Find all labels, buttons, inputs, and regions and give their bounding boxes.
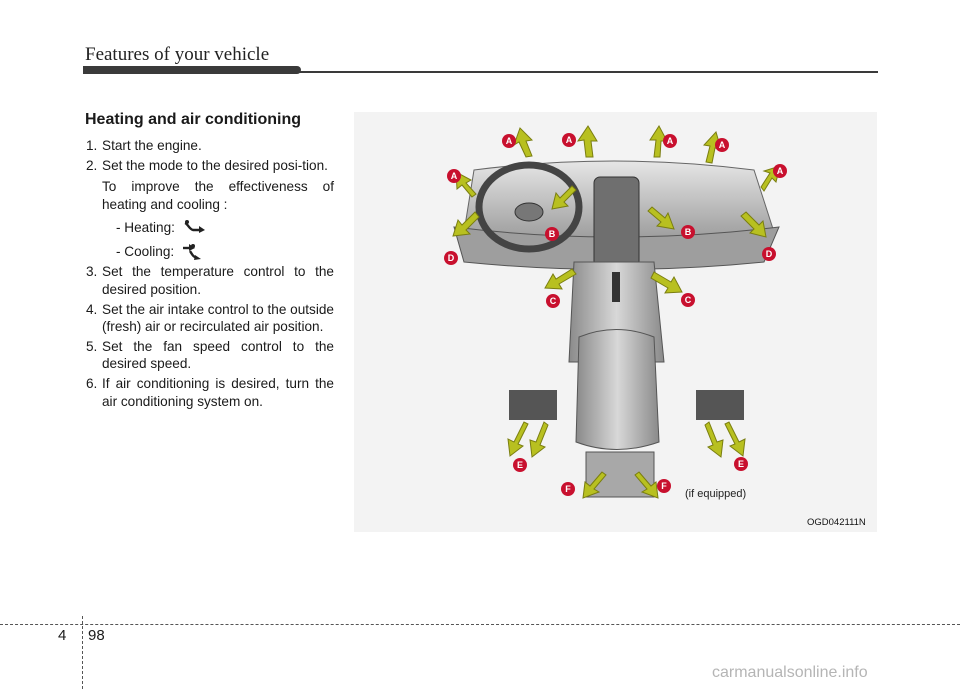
label-a1: A — [502, 134, 516, 148]
tip-intro: To improve the effectiveness of heating … — [102, 179, 334, 212]
svg-text:B: B — [685, 227, 692, 237]
arrow-d1 — [452, 211, 480, 237]
label-a5: A — [773, 164, 787, 178]
svg-text:F: F — [661, 481, 667, 491]
label-f2: F — [657, 479, 671, 493]
arrow-a1 — [513, 127, 534, 158]
header-bar — [83, 66, 301, 74]
label-a4: A — [715, 138, 729, 152]
label-b1: B — [545, 227, 559, 241]
arrow-e4 — [724, 421, 746, 457]
arrow-d2 — [740, 211, 767, 238]
right-floor-vent — [696, 390, 744, 420]
arrow-e3 — [704, 421, 724, 458]
svg-text:F: F — [565, 484, 571, 494]
label-a2: A — [562, 133, 576, 147]
svg-text:D: D — [766, 249, 773, 259]
svg-text:A: A — [667, 136, 674, 146]
arrow-f2 — [634, 471, 659, 499]
svg-text:A: A — [506, 136, 513, 146]
label-c2: C — [681, 293, 695, 307]
airflow-arrows — [452, 125, 781, 499]
step-6: 6.If air conditioning is desired, turn t… — [86, 375, 334, 409]
svg-text:A: A — [719, 140, 726, 150]
page-header-title: Features of your vehicle — [85, 44, 270, 65]
center-stack — [593, 176, 640, 268]
svg-text:A: A — [777, 166, 784, 176]
svg-text:B: B — [549, 229, 556, 239]
svg-text:A: A — [451, 171, 458, 181]
svg-text:E: E — [738, 459, 744, 469]
svg-text:E: E — [517, 460, 523, 470]
step-1: 1.Start the engine. — [86, 138, 202, 153]
svg-text:C: C — [685, 295, 692, 305]
heating-mode-icon — [184, 220, 205, 234]
arrow-e1 — [507, 421, 529, 457]
footer-divider — [82, 616, 83, 689]
arrow-b2 — [647, 206, 675, 230]
step-2: 2.Set the mode to the desired posi-tion.… — [86, 157, 334, 262]
if-equipped-caption: (if equipped) — [685, 488, 747, 500]
label-e2: E — [734, 457, 748, 471]
heating-mode-line: - Heating: — [102, 217, 334, 237]
svg-text:D: D — [448, 253, 455, 263]
svg-text:A: A — [566, 135, 573, 145]
arrow-f1 — [582, 471, 607, 499]
label-a6: A — [447, 169, 461, 183]
label-e1: E — [513, 458, 527, 472]
label-f1: F — [561, 482, 575, 496]
section-title: Heating and air conditioning — [85, 111, 301, 128]
arrow-c1 — [544, 268, 577, 290]
arrow-a6 — [455, 171, 477, 198]
label-b2: B — [681, 225, 695, 239]
cooling-mode-line: - Cooling: — [102, 241, 334, 261]
vent-diagram: A A A A A A B B C C D D E E F F — [354, 112, 877, 532]
steering-wheel — [475, 161, 583, 253]
arrow-a3 — [649, 125, 668, 158]
watermark: carmanualsonline.info — [712, 664, 868, 681]
label-d1: D — [444, 251, 458, 265]
cooling-mode-icon — [183, 244, 202, 261]
step-4: 4.Set the air intake control to the outs… — [86, 301, 334, 335]
vent-labels: A A A A A A B B C C D D E E F F — [444, 133, 787, 496]
steering-hub — [514, 202, 544, 222]
label-d2: D — [762, 247, 776, 261]
arrow-a2 — [576, 125, 598, 158]
page-number: 98 — [88, 627, 105, 644]
arrow-b1 — [551, 185, 577, 210]
header-rule — [83, 71, 878, 73]
step-5: 5.Set the fan speed control to the desir… — [86, 338, 334, 372]
arrow-e2 — [529, 421, 549, 458]
label-c1: C — [546, 294, 560, 308]
footer-rule — [0, 624, 960, 625]
rear-console — [585, 451, 655, 498]
step-3: 3.Set the temperature control to the des… — [86, 264, 334, 297]
gear-shifter — [612, 272, 620, 302]
instruction-steps: 1.Start the engine. 2.Set the mode to th… — [86, 137, 334, 412]
label-a3: A — [663, 134, 677, 148]
chapter-number: 4 — [58, 627, 67, 644]
svg-text:C: C — [550, 296, 557, 306]
vent-diagram-illustration: A A A A A A B B C C D D E E F F — [444, 125, 787, 499]
left-floor-vent — [509, 390, 557, 420]
arrow-c2 — [650, 271, 683, 294]
armrest-console — [575, 329, 660, 450]
figure-code: OGD042111N — [807, 517, 866, 528]
